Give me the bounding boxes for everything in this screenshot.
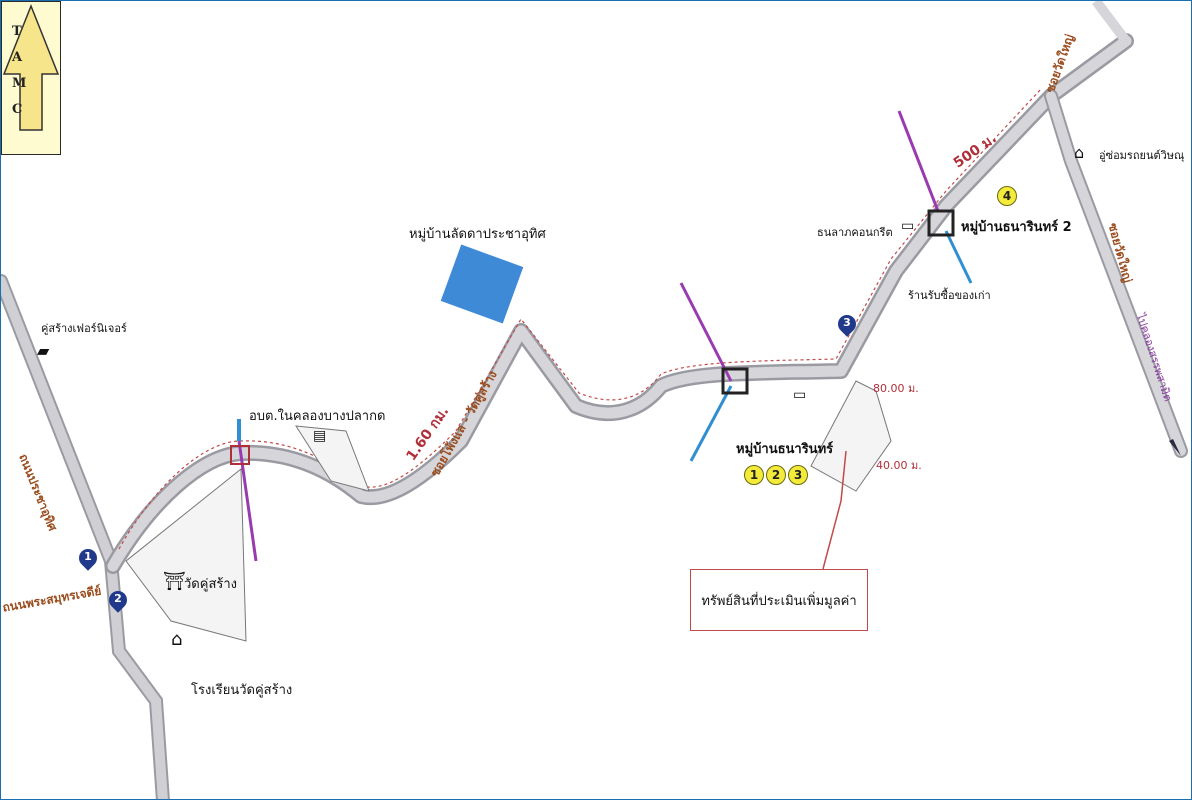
label-school: โรงเรียนวัดคู่สร้าง [191,683,293,698]
distance-80m: 80.00 ม. [873,382,919,395]
garage-icon: ⌂ [1074,143,1085,162]
pin-number: 2 [114,592,122,605]
arrow-down-icon [1169,439,1181,456]
subject-area [810,380,892,492]
route-line [118,88,1042,550]
label-tambon-office: อบต.ในคลองบางปลากด [249,409,386,424]
label-village-thanarin: หมู่บ้านธนารินทร์ [736,442,834,457]
temple-icon: ⛩ [163,571,186,592]
label-village-ladda: หมู่บ้านลัดดาประชาอุทิศ [409,227,546,242]
ladda-village-icon [440,244,524,324]
tambon-office-icon: ▤ [313,428,327,444]
canal-left [237,440,258,562]
bridge-right [927,209,955,237]
wat-area [125,467,247,642]
label-garage: อู่ซ่อมรถยนต์วิษณุ [1099,149,1185,162]
subject-property-callout: ทรัพย์สินที่ประเมินเพิ่มมูลค่า [690,569,868,631]
logo-letter: T [12,24,22,39]
property-marker-4[interactable]: 4 [997,186,1017,206]
label-cabinet-factory: คู่สร้างเฟอร์นิเจอร์ [41,322,127,335]
pin-number: 3 [843,316,851,329]
pin-number: 1 [84,550,92,563]
canal-mid-purple [679,282,733,382]
school-icon: ⌂ [171,629,183,650]
label-scrap-shop: ร้านรับซื้อของเก่า [908,289,991,302]
map-pin-3[interactable]: 3 [834,311,860,337]
concrete-icon: ▭ [901,218,915,234]
tambon-area [295,425,370,492]
tamc-logo: T A M C [1,1,61,155]
logo-letter: A [12,50,23,65]
label-village-thanarin-2: หมู่บ้านธนารินทร์ 2 [961,220,1072,235]
property-marker-2[interactable]: 2 [766,465,786,485]
canal-mid-blue [689,385,733,462]
map-pin-1[interactable]: 1 [75,545,101,571]
callout-text: ทรัพย์สินที่ประเมินเพิ่มมูลค่า [701,593,857,609]
canal-right-blue [944,230,973,284]
label-concrete: ธนลาภคอนกรีต [817,226,893,239]
logo-letter: C [12,102,23,117]
property-marker-1[interactable]: 1 [744,465,764,485]
property-marker-3[interactable]: 3 [788,465,808,485]
distance-40m: 40.00 ม. [876,459,922,472]
bridge-mid [721,367,749,395]
building-icon: ▭ [793,387,807,403]
canal-right-purple [897,110,940,212]
factory-icon: ▰ [37,341,50,360]
label-wat: วัดคู่สร้าง [184,577,238,592]
bridge-left [230,445,250,465]
logo-letter: M [12,76,27,91]
map-pin-2[interactable]: 2 [105,587,131,613]
